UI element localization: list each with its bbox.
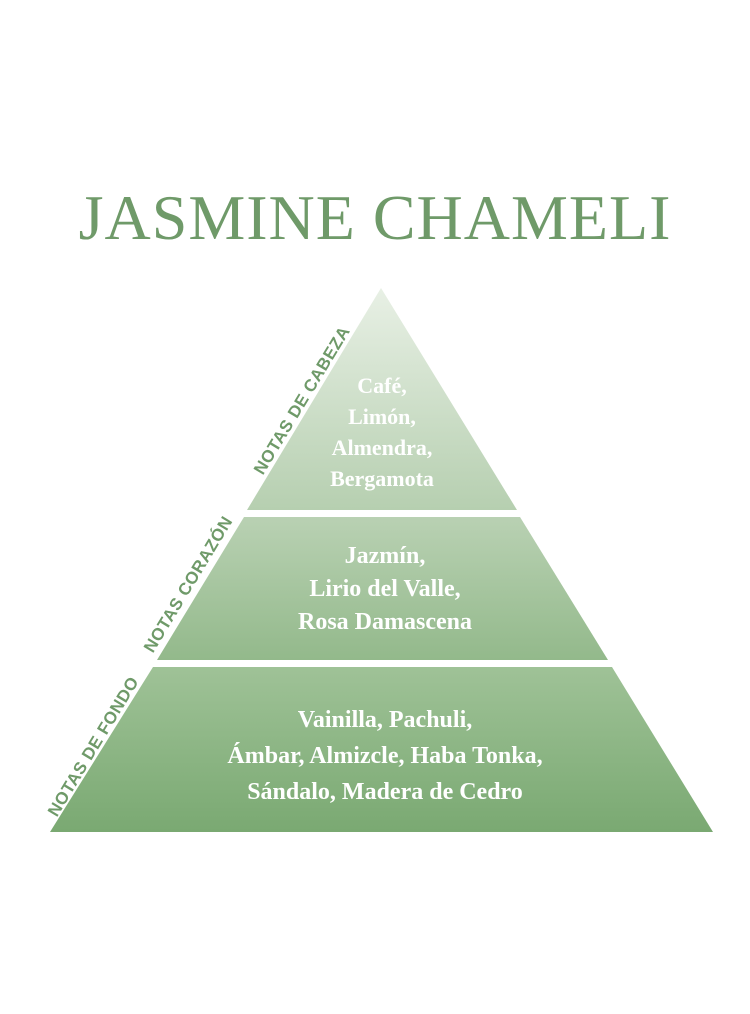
- note-line: Jazmín,: [344, 543, 426, 569]
- note-line: Almendra,: [331, 435, 433, 460]
- tier-bottom-notes: Vainilla, Pachuli, Ámbar, Almizcle, Haba…: [150, 702, 620, 810]
- note-line: Rosa Damascena: [298, 609, 472, 635]
- pyramid-tier-middle: [157, 517, 608, 660]
- tier-middle-notes: Jazmín, Lirio del Valle, Rosa Damascena: [230, 540, 540, 639]
- note-line: Lirio del Valle,: [309, 576, 461, 602]
- note-line: Limón,: [348, 404, 416, 429]
- note-line: Vainilla, Pachuli,: [297, 707, 473, 733]
- tier-top-notes: Café, Limón, Almendra, Bergamota: [282, 370, 482, 494]
- page-title: JASMINE CHAMELI: [78, 182, 672, 253]
- note-line: Ámbar, Almizcle, Haba Tonka,: [227, 743, 543, 769]
- pyramid-tier-top: [247, 288, 517, 510]
- note-line: Café,: [357, 373, 407, 398]
- pyramid-tier-bottom: [50, 667, 713, 832]
- note-line: Bergamota: [330, 466, 434, 491]
- note-line: Sándalo, Madera de Cedro: [247, 779, 523, 805]
